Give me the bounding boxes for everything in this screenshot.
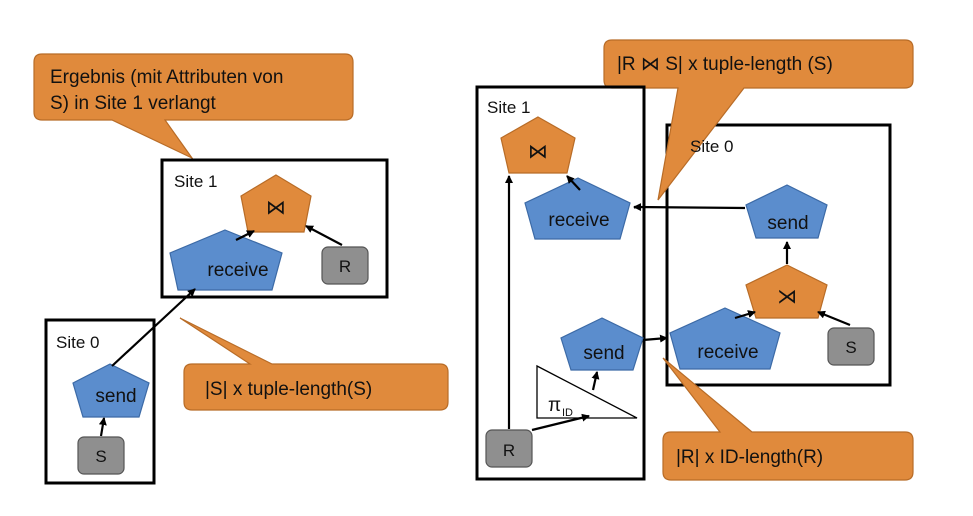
right-edge-s-semijoin (817, 310, 851, 327)
left-r-relation (321, 246, 369, 285)
right-projection-symbol: π (548, 395, 561, 416)
right-receive-site1-node (524, 177, 631, 240)
left-site1-box (160, 158, 389, 299)
right-edge-receive-semijoin (734, 310, 756, 320)
right-site0-label: Site 0 (690, 137, 733, 156)
right-receive-site0-node (669, 307, 781, 370)
left-receive-label: receive (207, 260, 268, 281)
right-send-site1-label: send (583, 343, 624, 364)
left-join-symbol: ⋈ (266, 195, 286, 219)
right-site1-box (475, 85, 646, 481)
left-site0-box (44, 318, 156, 485)
right-plan: |R ⋈ S| x tuple-length (S) Site 0 Site 1… (475, 39, 914, 481)
left-edge-s-send (98, 417, 107, 437)
right-send-site1-node (560, 317, 644, 371)
right-edge-send-to-receive-site0 (642, 334, 668, 343)
left-r-label: R (339, 257, 351, 276)
right-edge-receive-join (566, 175, 581, 191)
right-edge-r-projection (531, 413, 590, 432)
callout-result-line2: S) in Site 1 verlangt (50, 93, 217, 114)
left-s-label: S (95, 447, 106, 466)
callout-top-shape (603, 39, 914, 201)
callout-result-shape (33, 53, 354, 160)
callout-top-text: |R ⋈ S| x tuple-length (S) (617, 54, 833, 75)
right-r-relation (485, 429, 533, 468)
left-send-node (72, 363, 150, 418)
callout-cost-text: |S| x tuple-length(S) (205, 379, 372, 400)
left-edge-receive-join (235, 230, 255, 241)
left-send-label: send (95, 386, 136, 407)
callout-bottom-shape (662, 357, 914, 481)
right-send-site0-label: send (767, 213, 808, 234)
left-edge-send-receive (111, 288, 196, 367)
left-plan: Ergebnis (mit Attributen von S) in Site … (33, 53, 449, 485)
left-receive-node (169, 229, 283, 291)
callout-result-line1: Ergebnis (mit Attributen von (50, 67, 283, 88)
right-s-label: S (845, 338, 856, 357)
right-join-node (500, 116, 576, 174)
right-edge-projection-send (591, 371, 600, 391)
right-projection-subscript: ID (562, 407, 573, 419)
callout-cost-shape (179, 317, 449, 411)
callout-bottom-text: |R| x ID-length(R) (676, 447, 823, 468)
right-r-label: R (503, 441, 515, 460)
right-join-symbol: ⋈ (528, 139, 548, 163)
left-site0-label: Site 0 (56, 333, 99, 352)
right-receive-site1-label: receive (548, 210, 609, 231)
right-semijoin-symbol: ⋊ (777, 284, 797, 308)
right-send-site0-node (745, 184, 828, 239)
left-site1-label: Site 1 (174, 172, 217, 191)
right-receive-site0-label: receive (697, 342, 758, 363)
left-join-node (240, 174, 312, 233)
right-edge-send-to-receive-site1 (633, 203, 746, 212)
left-edge-r-join (305, 225, 343, 246)
right-semijoin-node (745, 264, 828, 319)
left-s-relation (77, 436, 125, 475)
right-site0-box (665, 123, 892, 387)
right-s-relation (827, 327, 875, 366)
right-site1-label: Site 1 (487, 98, 530, 117)
